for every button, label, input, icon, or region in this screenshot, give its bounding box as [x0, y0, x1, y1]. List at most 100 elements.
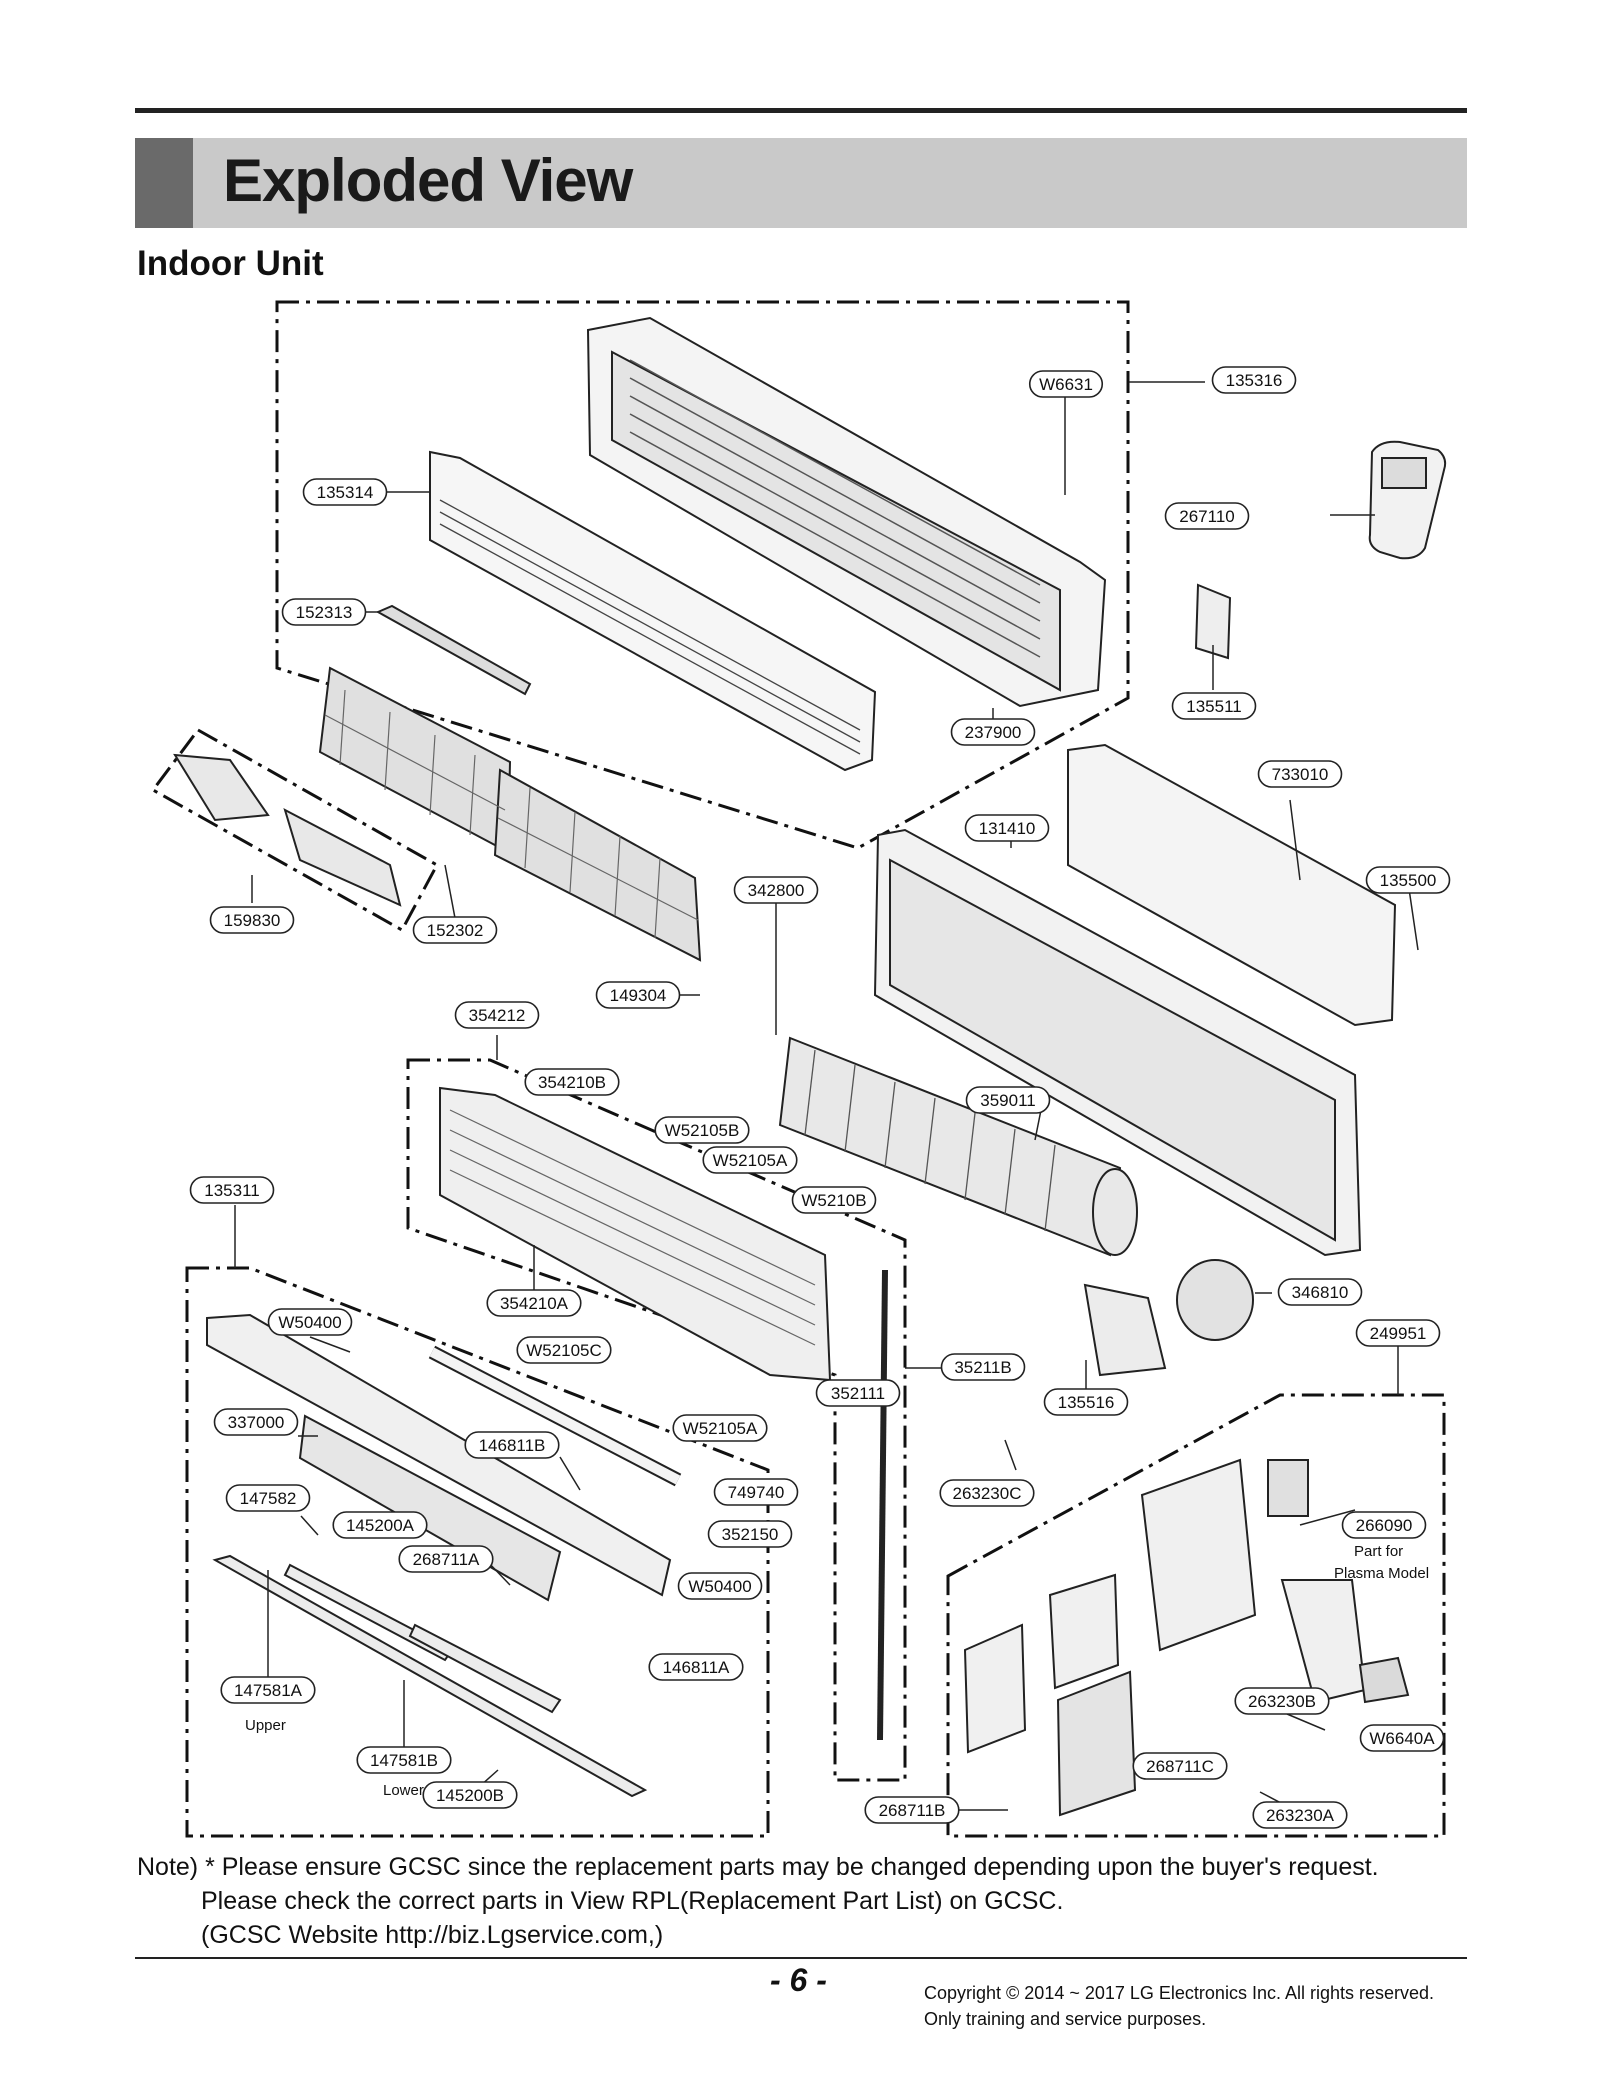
evaporator: [439, 1086, 832, 1382]
part-label-w52105a: W52105A: [702, 1146, 798, 1174]
svg-text:147581A: 147581A: [234, 1681, 303, 1700]
note-part-for: Part for: [1354, 1543, 1403, 1560]
svg-text:342800: 342800: [748, 881, 805, 900]
part-label-147582: 147582: [225, 1484, 311, 1512]
part-label-145200b: 145200B: [422, 1781, 518, 1809]
page-title: Exploded View: [223, 147, 633, 214]
part-label-w50400: W50400: [677, 1572, 763, 1600]
svg-text:131410: 131410: [979, 819, 1036, 838]
part-label-159830: 159830: [209, 906, 295, 934]
part-label-135516: 135516: [1043, 1388, 1129, 1416]
front-panel: [429, 450, 877, 772]
svg-text:159830: 159830: [224, 911, 281, 930]
fan-motor: [1083, 1259, 1254, 1377]
plasma-filter: [173, 753, 402, 907]
part-label-146811a: 146811A: [648, 1653, 744, 1681]
front-cabinet: [586, 316, 1107, 708]
svg-text:337000: 337000: [228, 1413, 285, 1432]
part-label-135316: 135316: [1211, 366, 1297, 394]
louvers: [212, 1554, 648, 1798]
cross-flow-fan: [778, 1036, 1138, 1257]
part-label-146811b: 146811B: [464, 1431, 560, 1459]
copyright-block: Copyright © 2014 ~ 2017 LG Electronics I…: [924, 1980, 1434, 2032]
svg-text:135316: 135316: [1226, 371, 1283, 390]
part-label-145200a: 145200A: [332, 1511, 428, 1539]
svg-text:352111: 352111: [831, 1384, 885, 1403]
svg-text:135516: 135516: [1058, 1393, 1115, 1412]
part-label-w50400: W50400: [267, 1308, 353, 1336]
svg-text:W50400: W50400: [688, 1577, 751, 1596]
svg-text:352150: 352150: [722, 1525, 779, 1544]
svg-text:W52105B: W52105B: [665, 1121, 740, 1140]
note-block: Note) * Please ensure GCSC since the rep…: [137, 1850, 1379, 1952]
svg-text:146811B: 146811B: [479, 1436, 546, 1455]
part-label-w52105a: W52105A: [672, 1414, 768, 1442]
part-label-342800: 342800: [733, 876, 819, 904]
part-label-733010: 733010: [1257, 760, 1343, 788]
svg-text:263230B: 263230B: [1248, 1692, 1316, 1711]
svg-text:W52105A: W52105A: [713, 1151, 788, 1170]
svg-text:268711C: 268711C: [1146, 1757, 1214, 1776]
part-label-135311: 135311: [189, 1176, 275, 1204]
part-label-749740: 749740: [713, 1478, 799, 1506]
display-strip: [375, 604, 532, 696]
part-label-w5210b: W5210B: [791, 1186, 877, 1214]
lower-frame: [206, 1313, 672, 1602]
svg-text:749740: 749740: [728, 1483, 785, 1502]
part-label-352111: 352111: [815, 1379, 901, 1407]
copyright-line-2: Only training and service purposes.: [924, 2009, 1207, 2029]
svg-text:146811A: 146811A: [663, 1658, 730, 1677]
part-label-263230c: 263230C: [939, 1479, 1035, 1507]
part-label-131410: 131410: [964, 814, 1050, 842]
svg-text:147582: 147582: [240, 1489, 297, 1508]
part-label-147581a: 147581A: [220, 1676, 316, 1704]
exploded-view-diagram: W663113531613531426711015231313551123790…: [150, 300, 1451, 1838]
part-label-135500: 135500: [1365, 866, 1451, 894]
part-label-35211b: 35211B: [940, 1353, 1026, 1381]
chassis: [873, 828, 1362, 1257]
note-line-2: Please check the correct parts in View R…: [201, 1887, 1064, 1915]
svg-text:135311: 135311: [204, 1181, 259, 1200]
note-plasma-model: Plasma Model: [1334, 1565, 1429, 1582]
part-label-263230a: 263230A: [1252, 1801, 1348, 1829]
title-bar: Exploded View: [135, 138, 1467, 228]
svg-text:W6631: W6631: [1039, 375, 1093, 394]
part-label-354210b: 354210B: [524, 1068, 620, 1096]
svg-text:263230A: 263230A: [1266, 1806, 1335, 1825]
part-label-w52105c: W52105C: [516, 1336, 612, 1364]
svg-text:237900: 237900: [965, 723, 1022, 742]
group-boundary-evaporator: [406, 1058, 907, 1782]
svg-text:149304: 149304: [610, 986, 667, 1005]
group-boundary-cabinet: [275, 300, 1130, 850]
top-rule: [135, 108, 1467, 113]
svg-text:145200A: 145200A: [346, 1516, 415, 1535]
svg-text:354210B: 354210B: [538, 1073, 606, 1092]
part-label-237900: 237900: [950, 718, 1036, 746]
page-number: - 6 -: [770, 1962, 827, 1998]
section-title: Indoor Unit: [137, 244, 324, 283]
note-upper: Upper: [245, 1717, 286, 1734]
svg-text:W52105C: W52105C: [526, 1341, 602, 1360]
part-label-268711a: 268711A: [398, 1545, 494, 1573]
svg-text:W52105A: W52105A: [683, 1419, 758, 1438]
installation-plate: [1067, 743, 1397, 1027]
svg-text:W6640A: W6640A: [1369, 1729, 1435, 1748]
svg-text:263230C: 263230C: [952, 1484, 1021, 1503]
note-lower: Lower: [383, 1782, 424, 1799]
title-accent: [135, 138, 193, 228]
part-label-359011: 359011: [965, 1086, 1051, 1114]
svg-text:268711A: 268711A: [413, 1550, 480, 1569]
svg-text:135500: 135500: [1380, 871, 1437, 890]
group-boundary-louver: [185, 1266, 770, 1838]
group-boundary-filter: [150, 728, 440, 933]
svg-text:266090: 266090: [1356, 1516, 1413, 1535]
svg-text:135511: 135511: [1186, 697, 1241, 716]
note-line-3: (GCSC Website http://biz.Lgservice.com,): [201, 1921, 664, 1949]
part-label-352150: 352150: [707, 1520, 793, 1548]
svg-text:267110: 267110: [1179, 507, 1234, 526]
svg-text:152313: 152313: [296, 603, 353, 622]
part-label-267110: 267110: [1164, 502, 1250, 530]
part-label-w6640a: W6640A: [1359, 1724, 1445, 1752]
remote-controller: [1368, 440, 1447, 560]
